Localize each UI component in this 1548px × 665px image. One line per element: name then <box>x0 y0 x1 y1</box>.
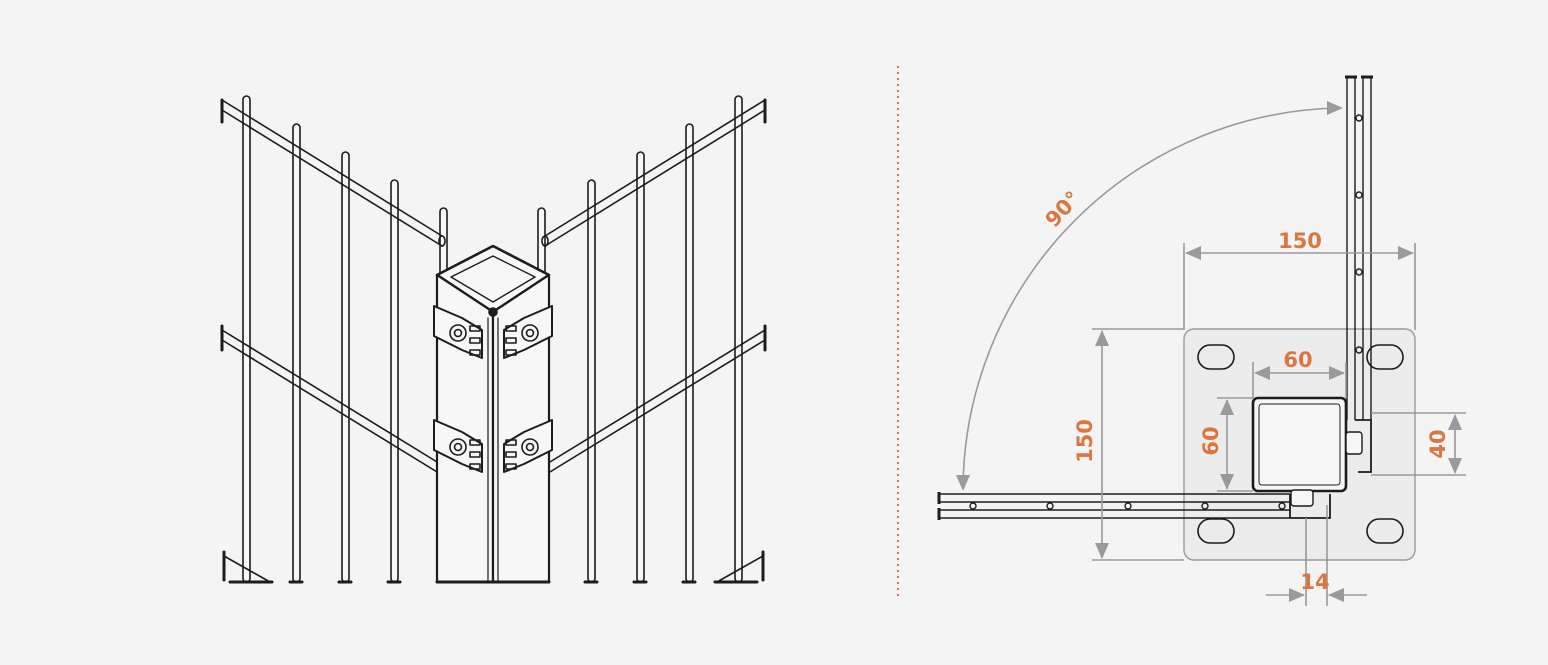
clip-offset-label: 14 <box>1300 570 1329 594</box>
left-panel-horizontal-wires <box>220 98 446 584</box>
dimension-lines <box>956 101 1466 606</box>
vertical-panel-topview <box>1345 75 1373 473</box>
upper-clamps <box>433 305 553 359</box>
plate-height-label: 150 <box>1073 419 1097 463</box>
lower-clamps <box>433 419 553 473</box>
post-square <box>1251 396 1348 493</box>
left-panel-vertical-wires <box>242 95 448 583</box>
fence-corner-isometric <box>220 95 767 584</box>
post-height-label: 60 <box>1199 426 1223 455</box>
horizontal-panel-topview <box>937 489 1331 520</box>
plate-slots <box>1197 344 1404 544</box>
right-panel-horizontal-wires <box>541 98 767 584</box>
post-width-label: 60 <box>1283 348 1312 372</box>
angle-label: 90° <box>1041 187 1086 232</box>
fence-post <box>435 244 551 584</box>
right-panel-vertical-wires <box>537 95 743 583</box>
plate-width-label: 150 <box>1278 229 1322 253</box>
angle-arc <box>962 107 1341 489</box>
top-view-drawing: 90° 150 150 60 60 40 14 <box>937 75 1466 606</box>
clip-height-label: 40 <box>1426 429 1450 458</box>
